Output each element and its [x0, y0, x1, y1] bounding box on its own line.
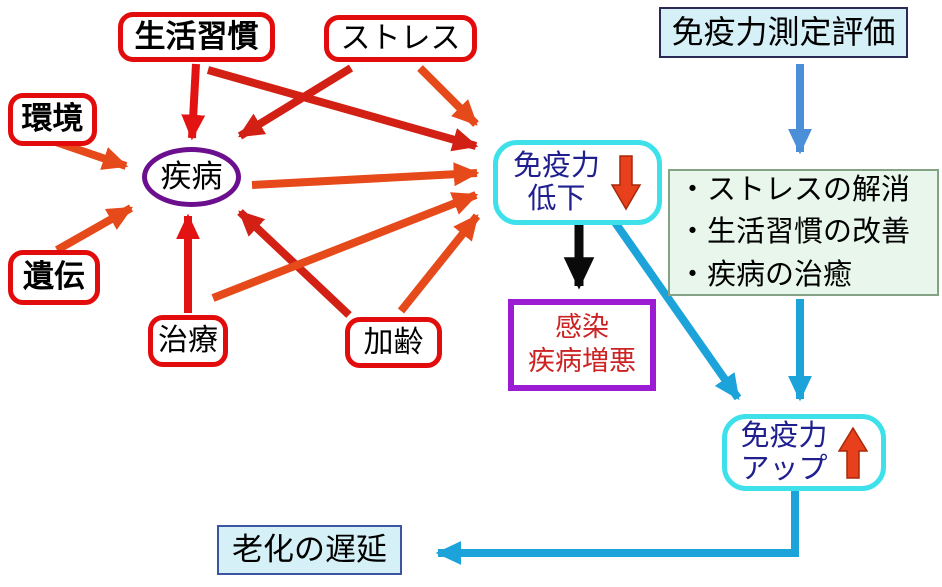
arrow-stress-to-immunity-decline	[417, 65, 479, 127]
node-aging-delay-label: 老化の遅延	[232, 531, 387, 567]
arrow-aging-to-immunity-decline	[397, 213, 481, 314]
remedy-item-lifestyle-improvement: ・生活習慣の改善	[678, 216, 911, 249]
node-lifestyle: 生活習慣	[118, 12, 275, 62]
node-aging-label: 加齢	[363, 325, 424, 359]
remedy-item-stress-relief: ・ストレスの解消	[678, 174, 911, 207]
node-immunity-decline: 免疫力 低下	[493, 140, 662, 225]
node-heredity: 遺伝	[8, 250, 100, 305]
node-immunity-up-label: 免疫力 アップ	[740, 420, 828, 485]
node-immunity-decline-label: 免疫力 低下	[512, 150, 600, 215]
node-aging-delay: 老化の遅延	[217, 525, 402, 575]
node-heredity-label: 遺伝	[23, 259, 85, 295]
node-measurement-label: 免疫力測定評価	[671, 13, 896, 50]
red-down-block-arrow-icon	[610, 154, 642, 210]
arrow-stress-to-disease	[237, 64, 354, 140]
node-disease-label: 疾病	[160, 158, 223, 194]
remedy-item-disease-cure: ・疾病の治癒	[678, 258, 853, 291]
arrow-immunity-up-to-aging-delay	[435, 491, 799, 565]
red-up-block-arrow-icon	[837, 426, 868, 479]
node-measurement: 免疫力測定評価	[659, 7, 908, 58]
node-stress: ストレス	[324, 15, 477, 62]
node-lifestyle-label: 生活習慣	[134, 18, 259, 54]
arrow-treatment-to-immunity-decline	[211, 191, 479, 302]
arrow-immunity-decline-to-immunity-up	[610, 218, 742, 401]
node-environment: 環境	[8, 93, 97, 146]
node-treatment: 治療	[148, 315, 228, 367]
node-infection: 感染 疾病増悪	[508, 299, 656, 391]
node-stress-label: ストレス	[340, 21, 461, 55]
node-remedies: ・ストレスの解消 ・生活習慣の改善 ・疾病の治癒	[668, 169, 939, 296]
node-disease: 疾病	[142, 147, 241, 207]
node-aging: 加齢	[345, 317, 442, 368]
node-immunity-up: 免疫力 アップ	[722, 414, 886, 491]
arrow-disease-to-immunity-decline	[251, 162, 480, 189]
node-environment-label: 環境	[21, 101, 84, 137]
arrow-heredity-to-disease	[55, 204, 134, 254]
arrow-lifestyle-to-immunity-decline	[206, 66, 479, 152]
node-infection-label: 感染 疾病増悪	[528, 312, 636, 376]
node-treatment-label: 治療	[158, 324, 218, 358]
arrow-lifestyle-to-disease	[181, 63, 206, 141]
